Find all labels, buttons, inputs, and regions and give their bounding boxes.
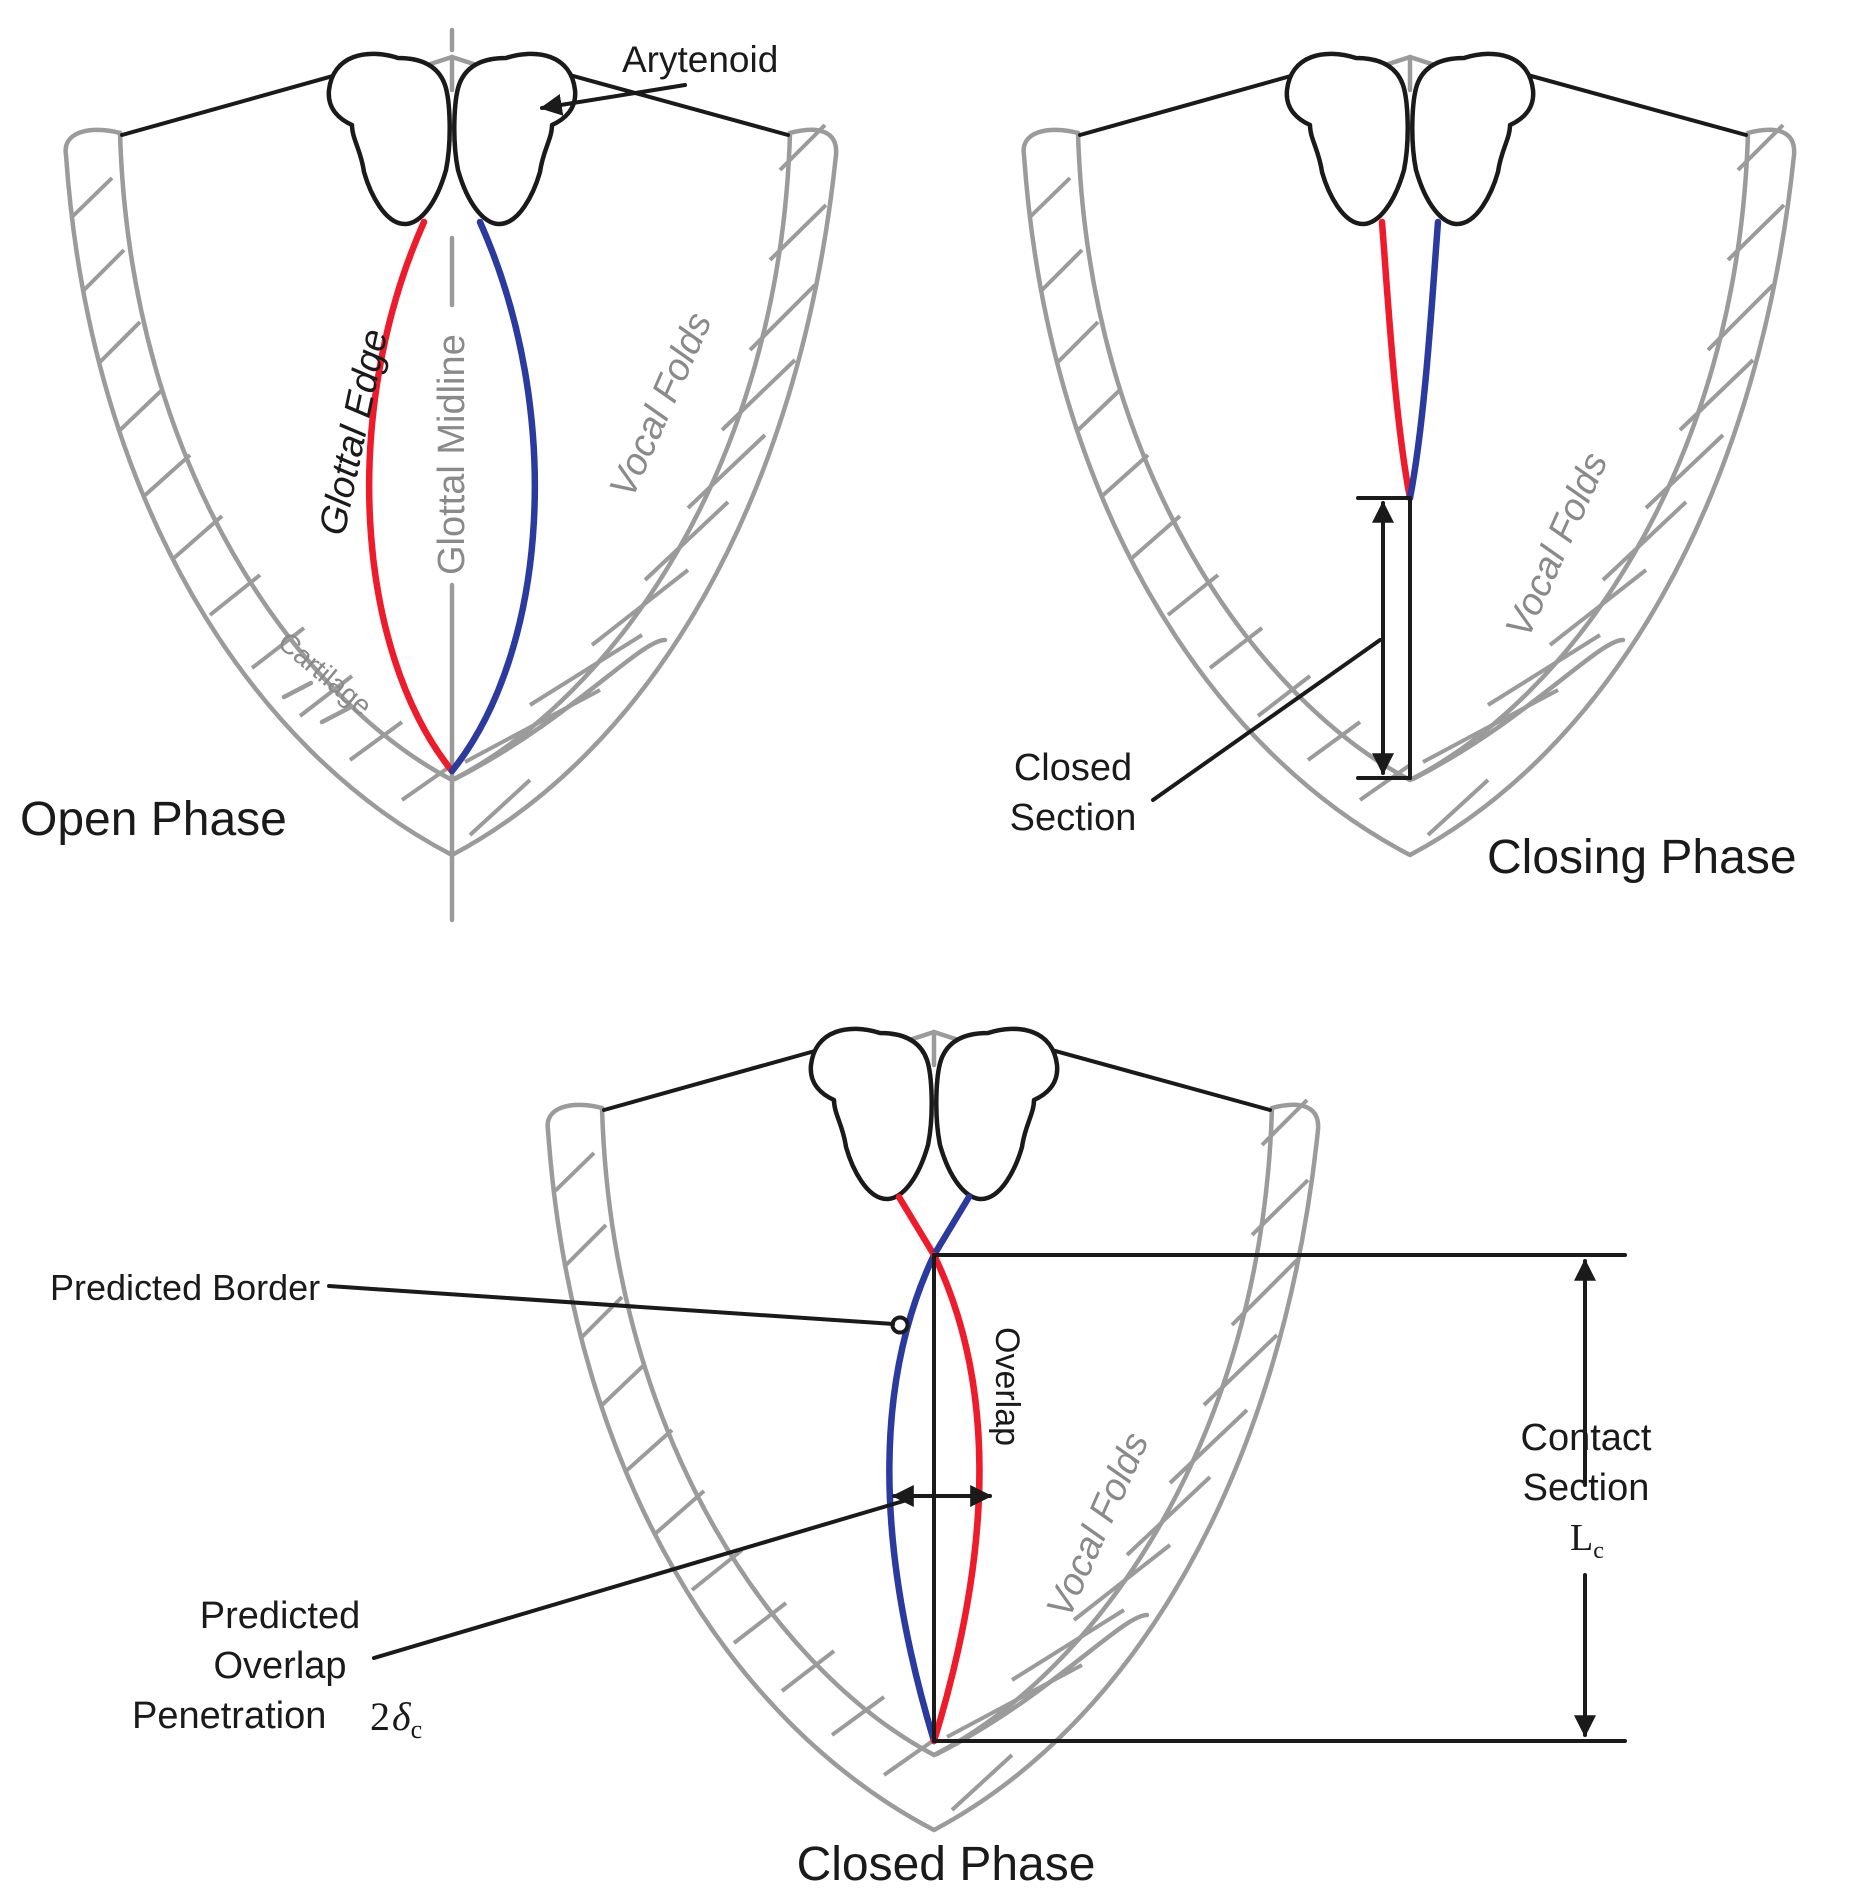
right-fold-edge-overlap [886,1251,938,1745]
label-predicted-border: Predicted Border [50,1267,320,1308]
right-fold-edge-upper [930,1193,973,1259]
label-glottal-midline: Glottal Midline [431,334,473,575]
panel-closed-phase: Overlap Vocal Folds [327,1029,1627,1830]
cartilage-hatch-callout [281,680,314,700]
symbol-L: L [1570,1517,1593,1559]
panel-open-phase: Arytenoid Glottal Edge Glottal Midline V… [20,27,836,923]
label-predicted-overlap-line1: Predicted [200,1595,361,1637]
arytenoid-pair [604,1029,1270,1199]
left-fold-edge-upper [895,1193,938,1259]
label-arytenoid: Arytenoid [622,39,778,80]
label-predicted-overlap-line2: Overlap [213,1645,346,1687]
symbol-contact-length: Lc [1570,1517,1604,1564]
title-closed-phase: Closed Phase [797,1838,1096,1891]
left-fold-edge [1378,218,1414,502]
arytenoid-pair [1080,54,1746,224]
predicted-border-marker [890,1315,910,1335]
arytenoid-arrow [539,83,687,116]
label-contact-section-line1: Contact [1521,1417,1652,1459]
right-fold-edge [448,218,539,775]
predicted-border-leader [327,1284,895,1326]
label-overlap: Overlap [988,1327,1026,1446]
label-predicted-overlap-line3: Penetration [132,1695,326,1737]
cartilage-hatch-callout [319,705,352,725]
label-cartilage: Cartilage [272,626,378,722]
closed-section-leader [1151,638,1382,802]
title-closing-phase: Closing Phase [1487,831,1797,884]
symbol-overlap-penetration: 2δc [370,1694,422,1744]
panel-closing-phase: Vocal Folds [1024,54,1795,855]
predicted-overlap-leader [372,1498,909,1660]
label-glottal-edge: Glottal Edge [312,326,397,539]
symbol-sub: c [411,1715,423,1744]
symbol-coef: 2 [370,1694,390,1739]
right-fold-edge [1406,218,1442,502]
label-vocal-folds: Vocal Folds [1039,1426,1158,1623]
label-contact-section-line2: Section [1523,1467,1650,1509]
label-vocal-folds: Vocal Folds [1498,446,1617,643]
symbol-sub: c [1593,1538,1604,1564]
left-fold-edge-overlap [930,1251,983,1745]
label-closed-section-line1: Closed [1014,747,1132,789]
label-vocal-folds: Vocal Folds [602,306,721,503]
label-closed-section-line2: Section [1010,797,1137,839]
title-open-phase: Open Phase [20,793,287,846]
symbol-delta: δ [392,1694,412,1739]
left-fold-edge [365,218,456,775]
